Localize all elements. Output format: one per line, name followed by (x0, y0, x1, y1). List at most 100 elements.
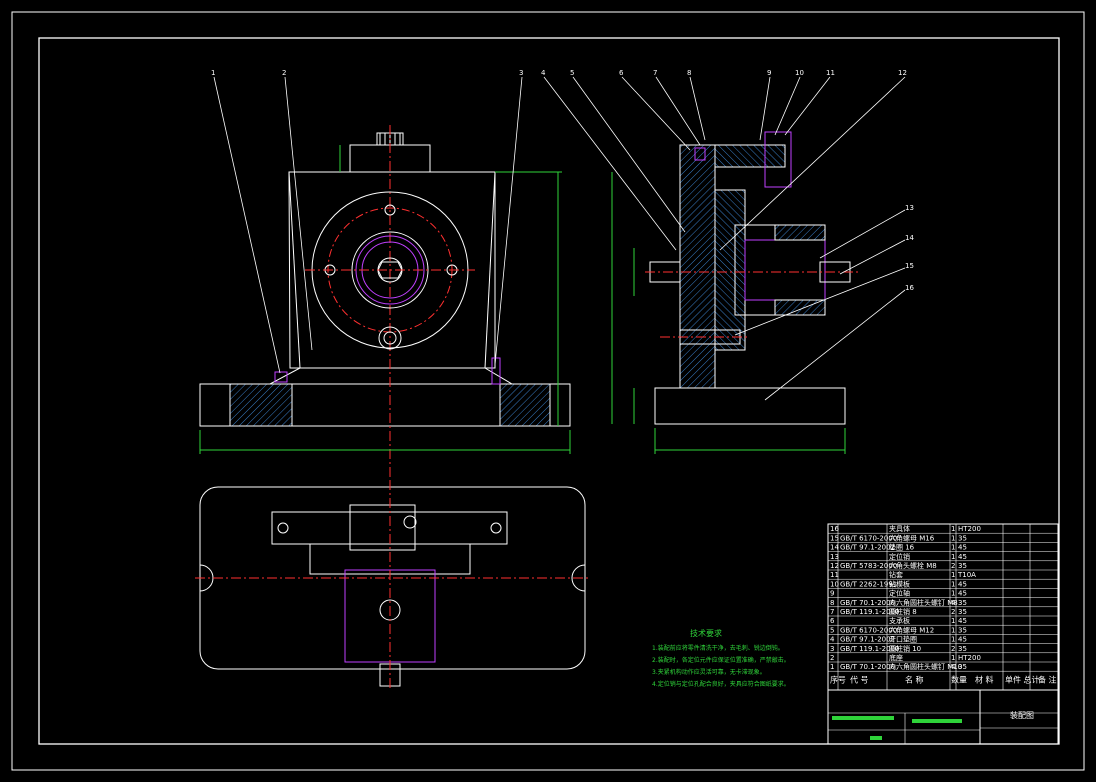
balloon: 15 (905, 262, 914, 270)
technical-requirements: 技术要求 1.装配前应将零件清洗干净，去毛刺、锐边倒钝。 2.装配时，各定位元件… (652, 628, 790, 688)
title-block-cell-no: 8 (830, 599, 834, 607)
balloon: 2 (282, 69, 286, 77)
title-block-cell-mat: 35 (958, 663, 967, 671)
title-block-cell-mat: 35 (958, 562, 967, 570)
title-block-cell-mat: 35 (958, 645, 967, 653)
title-block-cell-code: GB/T 5783-2000 (840, 562, 897, 570)
title-block-cell-no: 12 (830, 562, 839, 570)
front-view (199, 125, 571, 480)
title-block-cell-mat: 35 (958, 608, 967, 616)
title-block-header-name: 名 称 (905, 674, 924, 684)
title-block-cell-no: 10 (830, 580, 839, 588)
title-block-cell-mat: HT200 (958, 525, 981, 533)
title-block-cell-name: 六角螺母 M12 (889, 625, 934, 634)
balloon: 9 (767, 69, 771, 77)
title-block-cell-qty: 2 (951, 608, 955, 616)
title-block-cell-code: GB/T 70.1-2000 (840, 599, 895, 607)
title-block-cell-name: 钻模板 (889, 579, 910, 588)
tech-note-line: 4.定位销与定位孔配合良好，夹具应符合图纸要求。 (652, 680, 790, 688)
balloon: 4 (541, 69, 546, 77)
title-block-cell-name: 内六角圆柱头螺钉 M8 (889, 598, 958, 607)
title-block-cell-mat: 45 (958, 617, 967, 625)
title-block-cell-qty: 1 (951, 654, 955, 662)
title-block-header-qty: 数量 (951, 674, 967, 684)
title-block-cell-code: GB/T 6170-2000 (840, 534, 897, 542)
title-block-cell-no: 5 (830, 626, 834, 634)
title-block-cell-code: GB/T 2262-1991 (840, 580, 897, 588)
title-block-cell-qty: 2 (951, 645, 955, 653)
title-block-cell-no: 14 (830, 544, 839, 552)
title-block-header-weight: 单件 总计 (1005, 674, 1040, 684)
title-block-cell-no: 3 (830, 645, 834, 653)
tech-note-line: 1.装配前应将零件清洗干净，去毛刺、锐边倒钝。 (652, 644, 784, 652)
title-block-cell-qty: 1 (951, 626, 955, 634)
title-block-header-code: 代 号 (850, 674, 869, 684)
balloon: 11 (826, 69, 835, 77)
title-block-cell-mat: 35 (958, 626, 967, 634)
title-block-cell-qty: 1 (951, 544, 955, 552)
leaders (213, 76, 906, 401)
title-block-cell-no: 2 (830, 654, 834, 662)
title-block-cell-no: 16 (830, 525, 839, 533)
title-block-cell-name: 钻套 (889, 570, 903, 579)
title-block-cell-code: GB/T 119.1-2000 (840, 608, 899, 616)
title-block-cell-mat: 45 (958, 636, 967, 644)
title-block-cell-qty: 1 (951, 553, 955, 561)
title-block-cell-no: 4 (830, 636, 835, 644)
title-block-cell-name: 垫圈 16 (889, 543, 915, 552)
balloon: 6 (619, 69, 624, 77)
title-block-cell-qty: 1 (951, 590, 955, 598)
balloon-labels: 1 2 3 4 5 6 7 8 9 10 11 12 13 14 15 16 (211, 69, 914, 292)
title-block-cell-no: 9 (830, 590, 834, 598)
title-block-cell-no: 6 (830, 617, 835, 625)
title-block-cell-mat: 45 (958, 580, 967, 588)
title-block-header-remark: 备 注 (1038, 674, 1057, 684)
title-block-cell-name: 六角头螺栓 M8 (889, 561, 937, 570)
title-block-cell-name: 内六角圆柱头螺钉 M10 (889, 662, 962, 671)
title-block-cell-no: 11 (830, 571, 839, 579)
title-block-cell-code: GB/T 6170-2000 (840, 626, 897, 634)
title-block-cell-qty: 4 (951, 663, 956, 671)
title-block-cell-name: 定位轴 (889, 589, 910, 598)
balloon: 16 (905, 284, 914, 292)
title-block-cell-mat: 45 (958, 590, 967, 598)
title-block-cell-qty: 1 (951, 636, 955, 644)
top-view (195, 480, 590, 690)
title-block-cell-mat: T10A (957, 571, 976, 579)
outer-border (11, 11, 1085, 771)
title-block-cell-qty: 1 (951, 571, 955, 579)
title-block-cell-name: 定位销 (889, 552, 910, 561)
title-block-cell-mat: 45 (958, 544, 967, 552)
side-view (611, 131, 860, 454)
title-block-header-no: 序号 (830, 674, 846, 684)
title-block-cell-qty: 1 (951, 580, 955, 588)
title-block-header-mat: 材 料 (975, 674, 994, 684)
title-block-cell-no: 7 (830, 608, 834, 616)
balloon: 10 (795, 69, 804, 77)
title-block-cell-no: 1 (830, 663, 834, 671)
title-block-cell-code: GB/T 97.1-2002 (840, 636, 895, 644)
title-block-cell-qty: 2 (951, 562, 955, 570)
title-block-cell-no: 13 (830, 553, 839, 561)
title-block-cell-qty: 4 (951, 599, 956, 607)
balloon: 8 (687, 69, 691, 77)
title-block-cell-name: 支承板 (889, 616, 910, 625)
title-block-cell-qty: 1 (951, 534, 955, 542)
title-block-cell-qty: 1 (951, 525, 955, 533)
tech-note-line: 3.夹紧机构动作应灵活可靠，无卡滞现象。 (652, 668, 766, 676)
balloon: 5 (570, 69, 574, 77)
title-block-cell-mat: 35 (958, 599, 967, 607)
title-block-cell-name: 夹具体 (889, 524, 910, 533)
balloon: 3 (519, 69, 523, 77)
title-block-cell-name: 圆柱销 8 (889, 607, 917, 616)
title-block-cell-code: GB/T 119.1-2000 (840, 645, 899, 653)
title-block-cell-name: 底座 (889, 653, 903, 662)
balloon: 12 (898, 69, 907, 77)
title-block-cell-mat: 45 (958, 553, 967, 561)
title-block-cell-mat: 35 (958, 534, 967, 542)
title-block-cell-no: 15 (830, 534, 839, 542)
title-block-cell-code: GB/T 70.1-2000 (840, 663, 895, 671)
tech-notes-heading: 技术要求 (690, 628, 722, 638)
